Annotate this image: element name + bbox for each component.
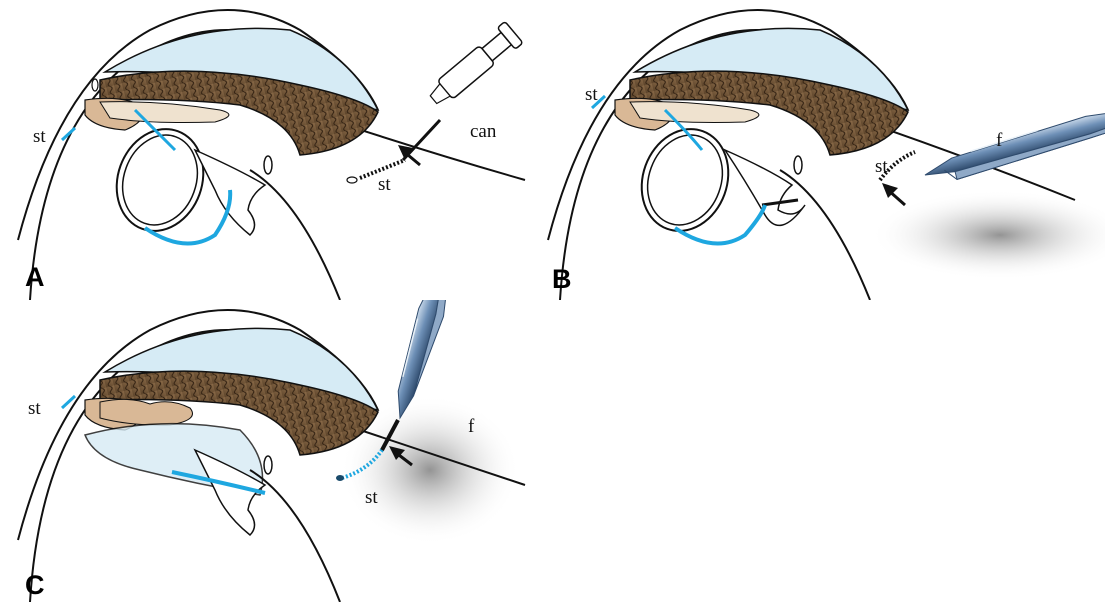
panel-c-illustration: st st f xyxy=(0,300,560,602)
label-st-left: st xyxy=(585,84,598,105)
label-instrument: f xyxy=(996,130,1003,151)
label-st-device: st xyxy=(378,174,391,195)
panel-b: st st f B xyxy=(530,0,1105,300)
label-st-device: st xyxy=(875,156,888,177)
panel-letter-a: A xyxy=(25,264,45,291)
ciliary-body xyxy=(100,102,229,123)
panel-letter-b: B xyxy=(552,266,572,293)
label-st-left: st xyxy=(28,398,41,419)
panel-b-illustration: st st f xyxy=(530,0,1105,300)
label-instrument: can xyxy=(470,121,497,142)
cannula-icon xyxy=(425,21,523,110)
ciliary-folds xyxy=(100,399,193,425)
label-instrument: f xyxy=(468,416,475,437)
panel-a-illustration: st st can xyxy=(0,0,560,300)
panel-letter-c: C xyxy=(25,572,45,599)
panel-a: st st can A xyxy=(0,0,560,300)
suture-loop xyxy=(145,190,230,244)
label-st-device: st xyxy=(365,487,378,508)
panel-c: st st f C xyxy=(0,300,560,602)
label-st-left: st xyxy=(33,126,46,147)
